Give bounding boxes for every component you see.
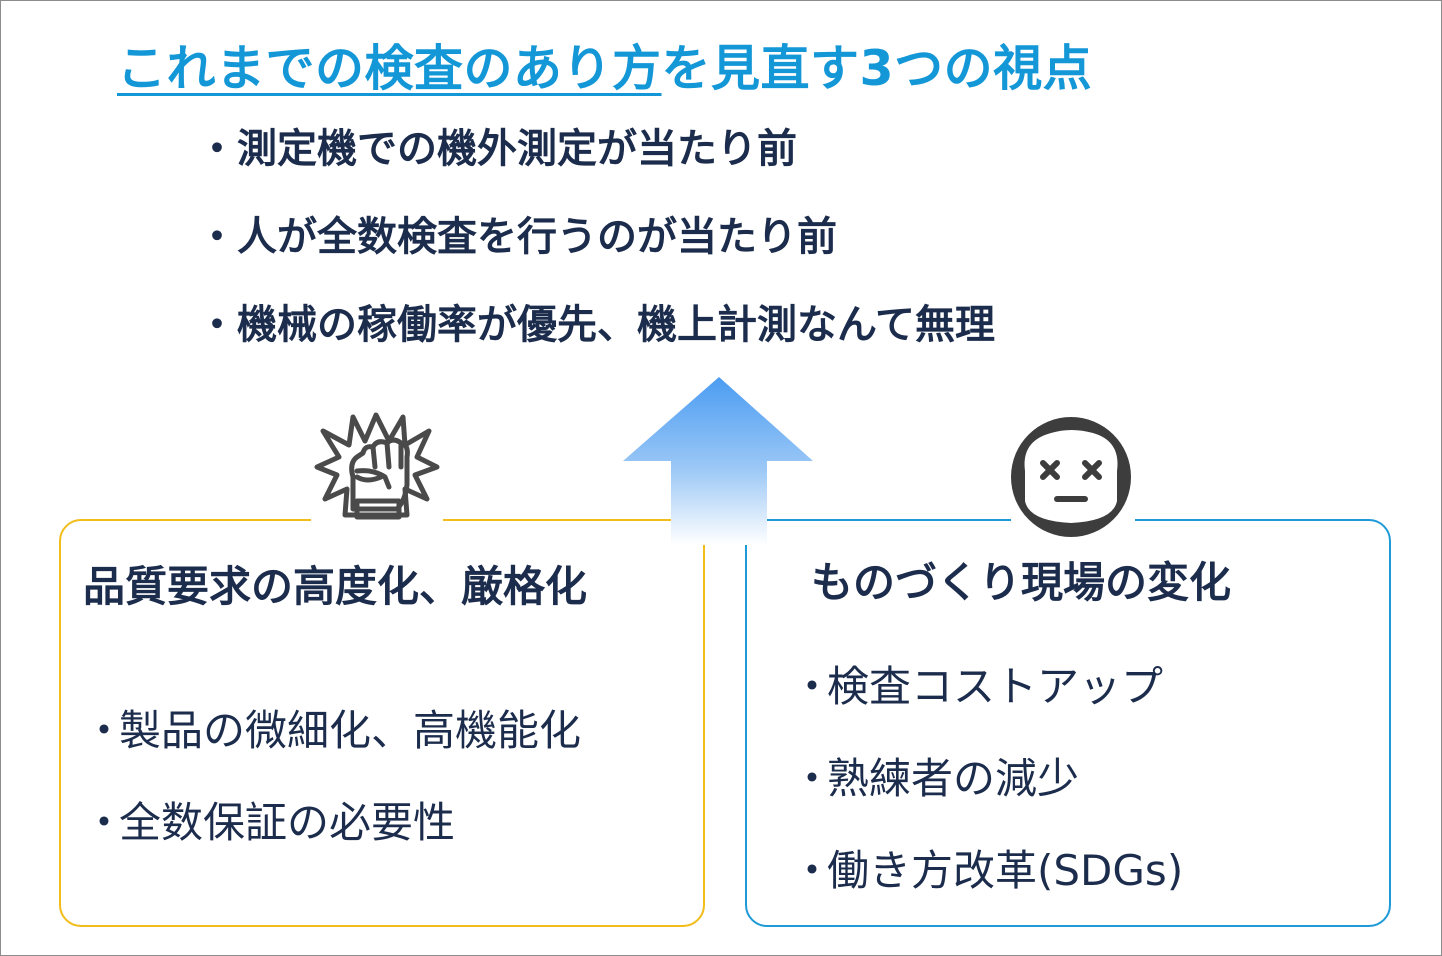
right-box-item: ・働き方改革(SDGs) (791, 841, 1183, 933)
fist-burst-icon (314, 412, 440, 520)
bullet-marker: ・ (197, 302, 237, 348)
left-box-item: ・製品の微細化、高機能化 (83, 701, 581, 793)
right-box-item-text: 検査コストアップ (827, 662, 1164, 711)
title-rest: を見直す3つの視点 (661, 40, 1093, 97)
right-box-list: ・検査コストアップ ・熟練者の減少 ・働き方改革(SDGs) (791, 657, 1183, 933)
left-box-item-text: 全数保証の必要性 (119, 798, 456, 847)
bullet-marker: ・ (791, 754, 834, 803)
top-bullet-item: ・測定機での機外測定が当たり前 (197, 117, 995, 205)
page-title: これまでの検査のあり方を見直す3つの視点 (117, 37, 1092, 101)
bullet-marker: ・ (83, 706, 126, 755)
bullet-marker: ・ (197, 214, 237, 260)
right-box-heading: ものづくり現場の変化 (811, 558, 1232, 607)
title-underlined-part: これまでの検査のあり方 (117, 40, 662, 97)
top-bullet-text: 機械の稼働率が優先、機上計測なんて無理 (237, 302, 995, 348)
right-box-item: ・熟練者の減少 (791, 749, 1183, 841)
bullet-marker: ・ (791, 846, 834, 895)
top-bullet-item: ・人が全数検査を行うのが当たり前 (197, 205, 995, 293)
up-arrow-icon (623, 377, 813, 545)
top-bullet-item: ・機械の稼働率が優先、機上計測なんて無理 (197, 293, 995, 381)
left-box-list: ・製品の微細化、高機能化 ・全数保証の必要性 (83, 701, 581, 885)
bullet-marker: ・ (197, 126, 237, 172)
bullet-marker: ・ (83, 798, 126, 847)
bullet-marker: ・ (791, 662, 834, 711)
dizzy-face-icon (1011, 417, 1131, 537)
top-bullet-text: 測定機での機外測定が当たり前 (237, 126, 797, 172)
left-box-heading: 品質要求の高度化、厳格化 (83, 562, 588, 611)
left-box-item-text: 製品の微細化、高機能化 (119, 706, 582, 755)
right-box-item-text: 熟練者の減少 (827, 754, 1080, 803)
top-bullet-list: ・測定機での機外測定が当たり前 ・人が全数検査を行うのが当たり前 ・機械の稼働率… (197, 117, 995, 381)
left-box-item: ・全数保証の必要性 (83, 793, 581, 885)
right-box-item-text: 働き方改革(SDGs) (827, 846, 1184, 895)
right-box-item: ・検査コストアップ (791, 657, 1183, 749)
top-bullet-text: 人が全数検査を行うのが当たり前 (237, 214, 837, 260)
